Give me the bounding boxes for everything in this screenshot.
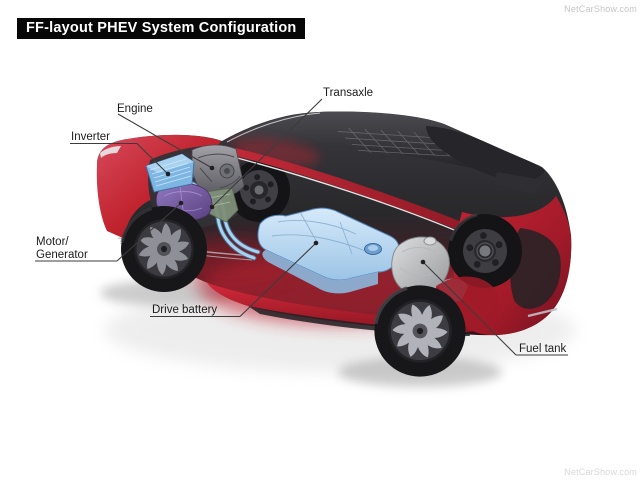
callout-fuel-tank: Fuel tank	[420, 259, 568, 356]
motor-generator-label-line1: Motor/	[36, 236, 69, 248]
transaxle-unit	[205, 187, 239, 223]
rear-right-wheel	[448, 212, 522, 288]
hub-ring	[476, 242, 494, 260]
front-left-wheel	[120, 206, 207, 292]
a-pillar-trim	[226, 112, 321, 143]
motor-generator-point-dot	[178, 200, 184, 206]
engine-label: Engine	[117, 103, 153, 115]
transaxle-detail	[209, 193, 231, 207]
fuel-tank-point-dot	[420, 259, 426, 265]
tire-highlight	[449, 212, 478, 242]
callout-drive-battery: Drive battery	[150, 240, 319, 318]
tire-highlight	[373, 286, 408, 325]
rear-trim	[527, 307, 558, 318]
transaxle-point-dot	[209, 204, 215, 210]
callout-motor-generator: Motor/ Generator	[35, 200, 184, 262]
drive-battery-label: Drive battery	[152, 304, 217, 316]
callout-inverter: Inverter	[70, 131, 171, 177]
hub-center	[254, 185, 264, 195]
headlight	[100, 146, 121, 158]
beltline-pinstripe	[221, 153, 479, 241]
engine-point-dot	[209, 165, 215, 171]
watermark-bottom-right: NetCarShow.com	[564, 467, 637, 477]
rim-holes	[466, 232, 503, 268]
inverter-point-dot	[165, 171, 171, 177]
hub-center	[161, 246, 167, 252]
fuel-filler	[423, 236, 437, 246]
motor-generator-label-line2: Generator	[36, 249, 88, 261]
front-right-wheel	[227, 158, 291, 222]
callout-transaxle: Transaxle	[209, 87, 373, 210]
drive-battery-pack	[257, 207, 400, 294]
hub-center	[416, 327, 424, 335]
watermark-top-right: NetCarShow.com	[564, 4, 637, 14]
rear-spoiler-fin	[494, 172, 543, 194]
fuel-tank-label: Fuel tank	[519, 343, 567, 355]
battery-cap-top	[368, 245, 378, 251]
shoulder-band	[220, 146, 479, 236]
title-bar: FF-layout PHEV System Configuration	[17, 18, 306, 39]
callout-engine: Engine	[117, 103, 215, 171]
drive-battery-point-dot	[313, 240, 319, 246]
rear-spoiler	[426, 126, 545, 182]
callouts: Engine Inverter Transaxle Motor/ Generat…	[35, 87, 568, 356]
title-text: FF-layout PHEV System Configuration	[26, 20, 297, 36]
tire-highlight	[120, 206, 153, 243]
rim-holes	[243, 174, 274, 205]
inverter-label: Inverter	[71, 131, 110, 143]
liftgate-panel	[510, 228, 561, 309]
battery-ridges	[271, 211, 369, 255]
engine-block	[191, 144, 245, 199]
rear-left-wheel	[373, 285, 466, 377]
inverter-fins	[149, 158, 192, 187]
engine-detail	[197, 153, 241, 189]
transaxle-label: Transaxle	[323, 87, 373, 99]
hub-center	[479, 245, 491, 257]
battery-front-face	[262, 250, 378, 294]
